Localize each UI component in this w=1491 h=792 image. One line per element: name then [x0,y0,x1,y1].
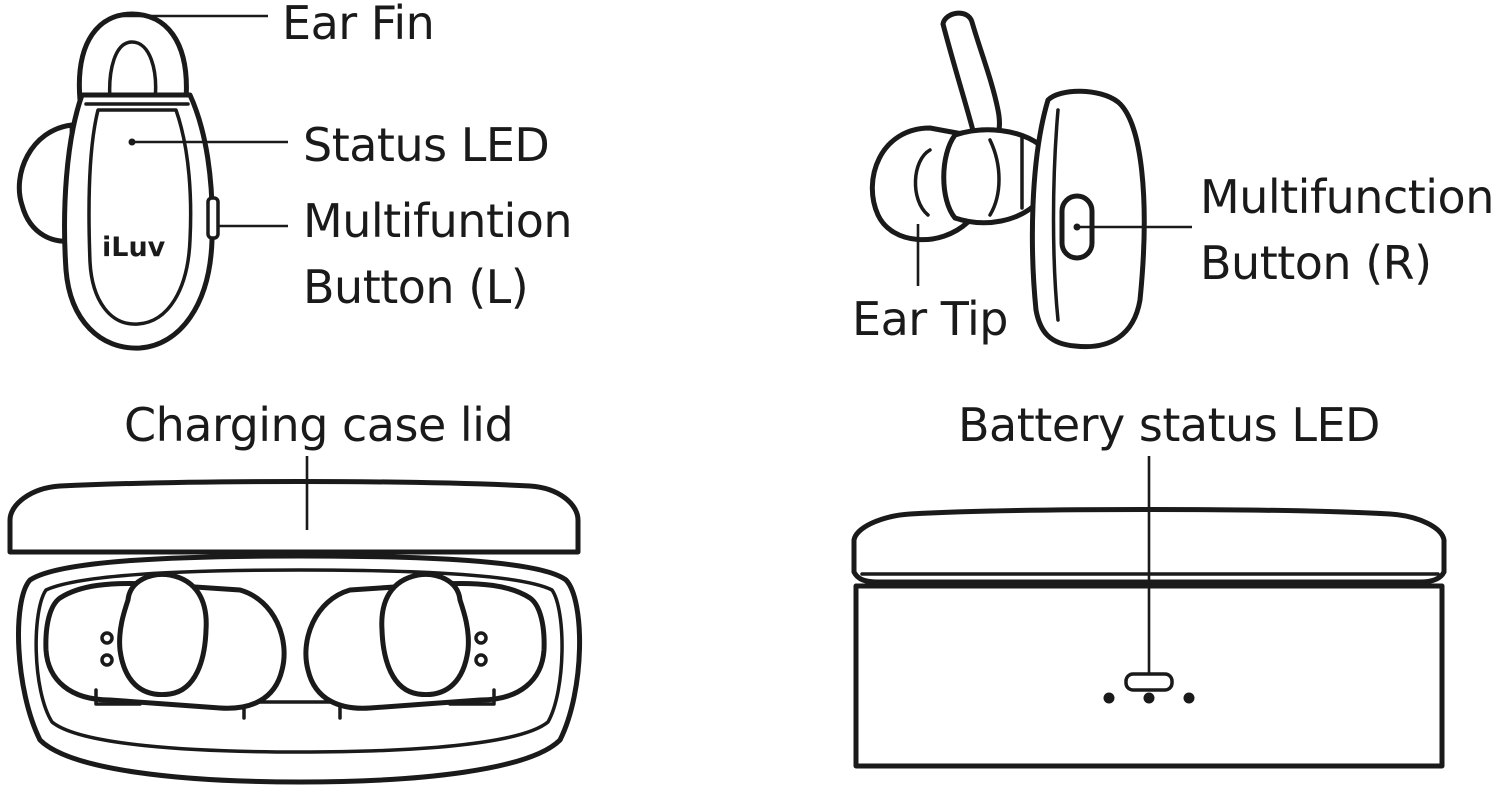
label-ear-tip: Ear Tip [852,292,1008,346]
label-multifunction-button-left: Multifuntion Button (L) [303,194,573,314]
label-multifunction-button-right: Multifunction Button (R) [1200,170,1491,290]
multifunction-button-left [206,196,220,240]
label-ear-fin: Ear Fin [282,0,435,50]
charging-port [1124,672,1174,692]
ear-hook [940,10,1002,148]
battery-led-dot [1183,692,1195,704]
status-led-dot [128,138,136,146]
charging-case-closed [851,456,1447,769]
right-earbud-side-view [869,10,1192,350]
label-status-led: Status LED [303,118,550,172]
label-charging-case-lid: Charging case lid [124,398,514,452]
iluv-logo: iLuv [102,232,166,263]
left-earbud-front-view: iLuv [16,11,288,351]
label-battery-status-led: Battery status LED [958,398,1380,452]
charging-case-open [7,456,582,785]
ear-fin [76,11,189,103]
battery-led-dot [1103,692,1115,704]
battery-led-dot [1143,692,1155,704]
left-earbud-body [62,92,215,351]
left-ear-tip [16,122,78,244]
charging-case-lid [7,479,581,555]
